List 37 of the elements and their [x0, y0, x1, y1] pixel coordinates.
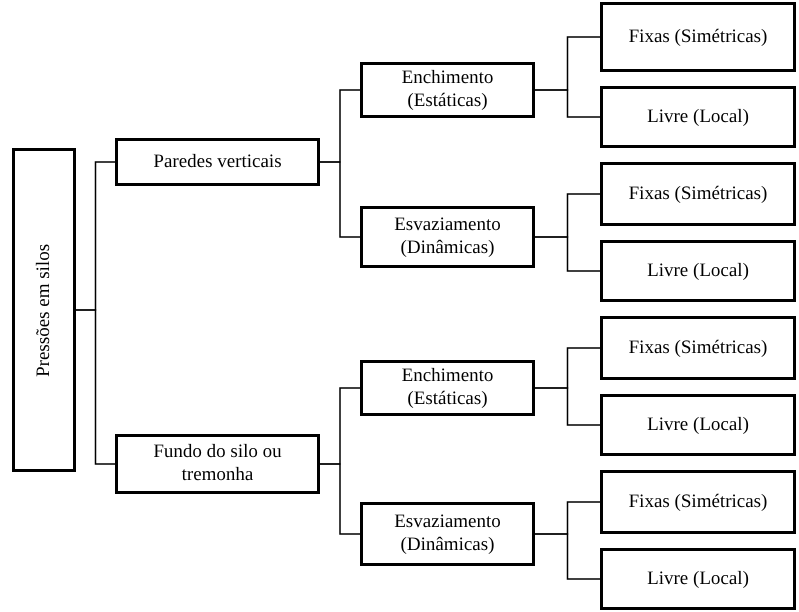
connector-line — [320, 463, 360, 535]
category-box — [360, 360, 535, 416]
node-label: Fundo do silo ou tremonha — [152, 441, 283, 487]
node-label: Paredes verticais — [153, 150, 282, 174]
category-box — [360, 62, 535, 118]
node-label: Esvaziamento (Dinâmicas) — [393, 214, 502, 260]
connector-line — [76, 309, 115, 465]
connector-line — [535, 236, 600, 272]
connector-line — [320, 161, 360, 238]
category-box — [600, 240, 796, 302]
category-box — [600, 86, 796, 148]
node-label: Enchimento (Estáticas) — [400, 67, 494, 113]
node-label: Fixas (Simétricas) — [628, 490, 768, 514]
category-box — [600, 2, 796, 72]
category-box — [600, 162, 796, 226]
category-box — [115, 138, 320, 186]
node-label: Livre (Local) — [647, 414, 749, 436]
category-box — [600, 548, 796, 610]
node-label: Fixas (Simétricas) — [628, 182, 768, 206]
node-label: Pressões em silos — [32, 244, 55, 376]
node-label: Livre (Local) — [647, 568, 749, 590]
category-box — [600, 316, 796, 380]
node-label: Livre (Local) — [647, 260, 749, 282]
category-box — [115, 434, 320, 494]
connector-line — [535, 387, 600, 426]
root-box — [12, 148, 76, 472]
connector-line — [535, 533, 600, 580]
category-box — [600, 470, 796, 534]
node-label: Fixas (Simétricas) — [628, 336, 768, 360]
node-label: Fixas (Simétricas) — [628, 26, 768, 48]
node-label: Esvaziamento (Dinâmicas) — [393, 511, 502, 557]
node-label: Enchimento (Estáticas) — [400, 365, 494, 411]
node-label: Livre (Local) — [647, 106, 749, 128]
category-box — [600, 394, 796, 456]
category-box — [360, 206, 535, 268]
connector-line — [535, 89, 600, 118]
category-box — [360, 502, 535, 566]
